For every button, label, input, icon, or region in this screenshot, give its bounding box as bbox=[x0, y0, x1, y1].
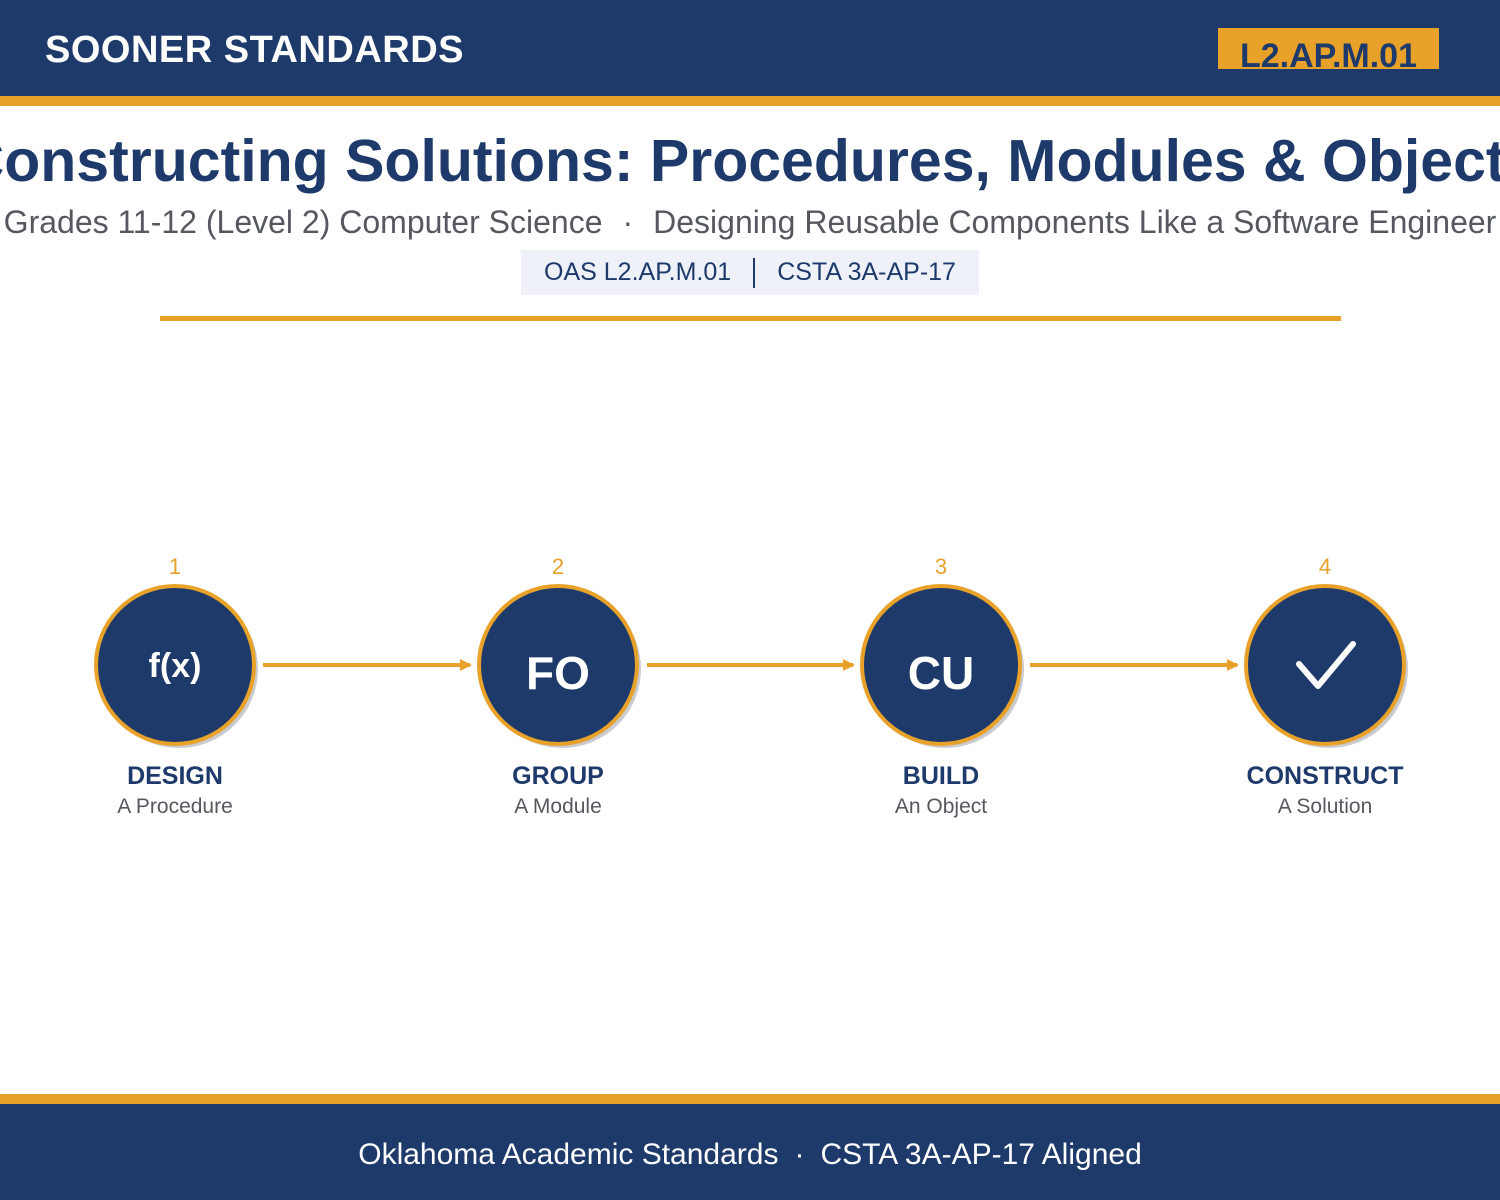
header-accent-stripe bbox=[0, 96, 1500, 106]
step-node-4 bbox=[1244, 584, 1408, 748]
step-node-1 bbox=[94, 584, 258, 748]
footer-accent-stripe bbox=[0, 1094, 1500, 1104]
standard-code-label: L2.AP.M.01 bbox=[1239, 37, 1417, 69]
footer-standards: Oklahoma Academic Standards bbox=[358, 1138, 779, 1171]
step-number-2: 2 bbox=[551, 554, 565, 579]
function-icon: f(x) bbox=[148, 647, 202, 685]
subtitle-topic: Designing Reusable Components Like a Sof… bbox=[653, 204, 1497, 240]
standards-pill: OAS L2.AP.M.01 CSTA 3A-AP-17 bbox=[521, 250, 979, 295]
standard-code-badge: L2.AP.M.01 bbox=[1218, 28, 1439, 69]
step-node-2 bbox=[477, 584, 641, 748]
footer-alignment: CSTA 3A-AP-17 Aligned bbox=[820, 1138, 1142, 1171]
step-number-3: 3 bbox=[934, 554, 948, 579]
footer-bar bbox=[0, 1104, 1500, 1200]
flow-diagram bbox=[94, 584, 1408, 748]
step-title-build: BUILD bbox=[902, 762, 980, 790]
checkmark-icon bbox=[1296, 641, 1356, 689]
step-node-3 bbox=[860, 584, 1024, 748]
standards-divider bbox=[753, 257, 756, 288]
step-title-group: GROUP bbox=[512, 762, 604, 790]
page-subtitle: Grades 11-12 (Level 2) Computer Science ·… bbox=[0, 202, 1500, 242]
step-subtitle-object: An Object bbox=[894, 795, 988, 818]
oas-standard: OAS L2.AP.M.01 bbox=[544, 258, 732, 286]
subtitle-separator: · bbox=[622, 204, 634, 240]
step-subtitle-procedure: A Procedure bbox=[117, 795, 233, 818]
step-subtitle-module: A Module bbox=[514, 795, 602, 818]
title-divider bbox=[160, 316, 1341, 321]
brand-title: SOONER STANDARDS bbox=[45, 29, 464, 71]
process-flow: 1 2 3 4 f(x) FO CU DESIGN GROUP BUILD CO… bbox=[0, 540, 1500, 840]
footer-text: Oklahoma Academic Standards · CSTA 3A-AP-1… bbox=[0, 1136, 1500, 1174]
subtitle-grade: Grades 11-12 (Level 2) Computer Science bbox=[3, 204, 603, 240]
step-title-construct: CONSTRUCT bbox=[1246, 762, 1404, 790]
step-number-4: 4 bbox=[1318, 554, 1332, 579]
module-icon: FO bbox=[526, 647, 590, 699]
footer-separator: · bbox=[794, 1138, 805, 1171]
step-number-1: 1 bbox=[168, 554, 182, 579]
object-icon: CU bbox=[907, 647, 975, 699]
step-title-design: DESIGN bbox=[127, 762, 223, 790]
csta-standard: CSTA 3A-AP-17 bbox=[777, 258, 956, 286]
page-title: Constructing Solutions: Procedures, Modu… bbox=[0, 128, 1500, 194]
step-subtitle-solution: A Solution bbox=[1277, 795, 1373, 818]
